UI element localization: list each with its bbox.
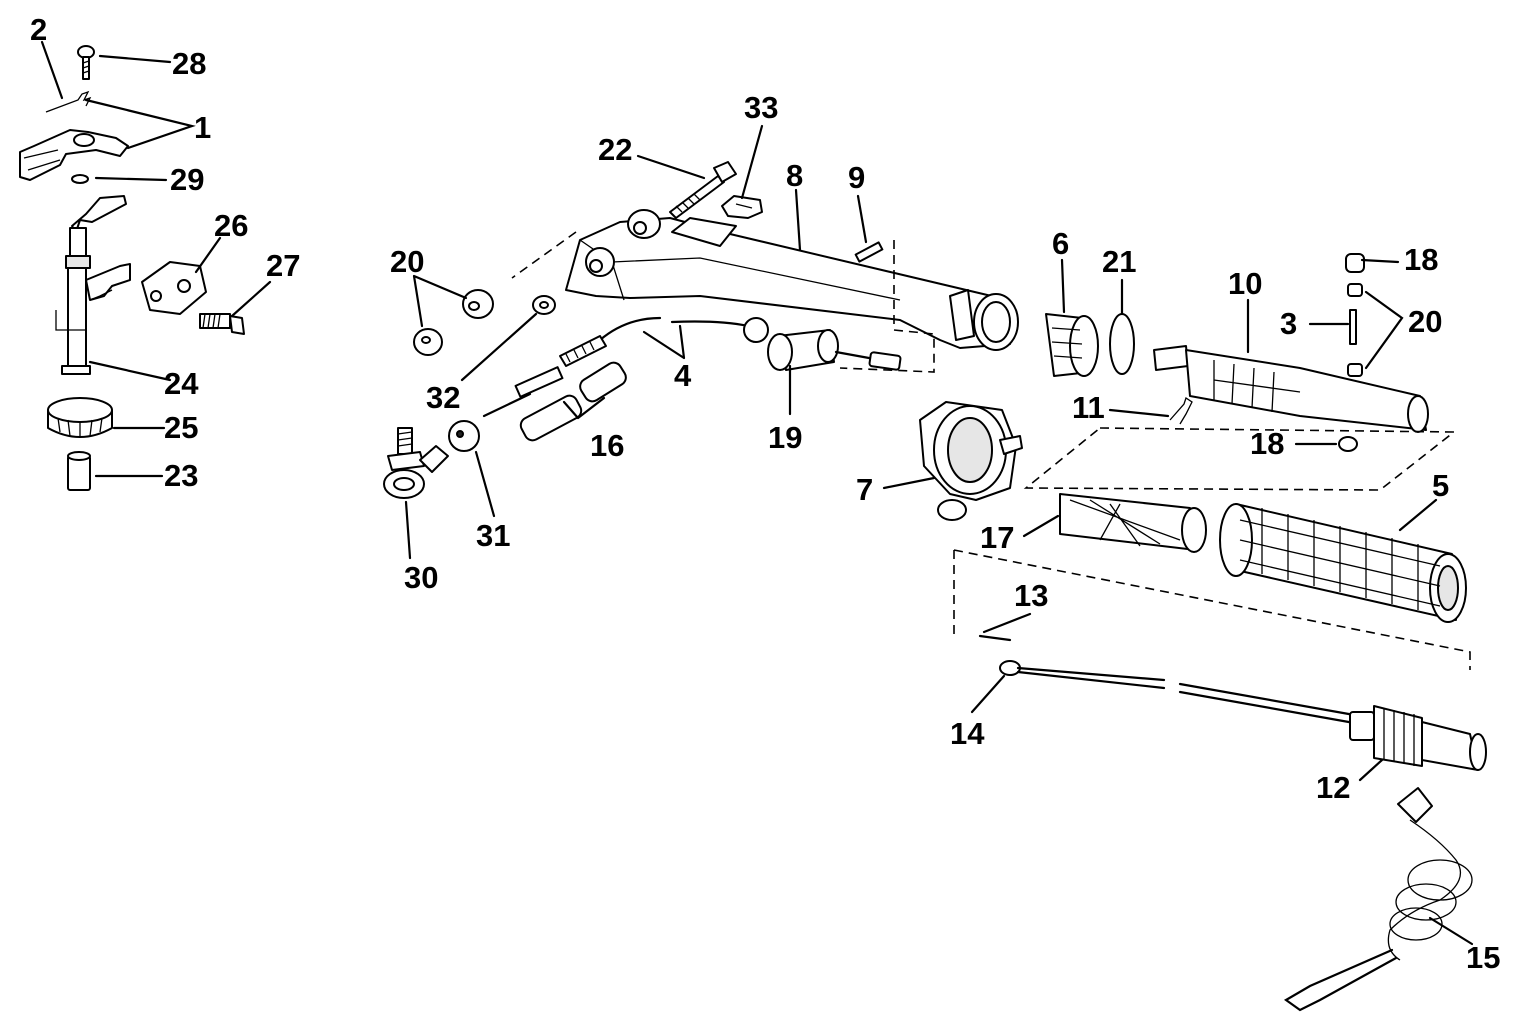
part-30-washer [71,174,89,184]
callout-1: 1 [194,110,211,145]
leader-lines [40,40,1474,946]
callout-24: 23 [164,458,198,493]
callout-21: 20 [390,244,424,279]
part-18-bushing-bottom [1338,436,1358,452]
callout-12: 12 [1316,770,1350,805]
part-1-shift-lever [19,129,129,181]
callout-7: 7 [856,472,873,507]
callout-10: 10 [1228,266,1262,301]
callout-11: 11 [1072,390,1105,425]
part-27-connector-block [141,261,207,315]
part-4-throttle-cable [482,316,750,418]
part-7-throttle-housing [919,401,1023,521]
callout-20: 20 [1408,304,1442,339]
callout-5: 5 [1432,468,1449,503]
part-2-spring [45,90,92,113]
callout-29: 28 [172,46,206,81]
part-11-spring-clip [1169,396,1193,425]
callout-33: 32 [426,380,460,415]
callout-4: 4 [674,358,692,393]
callout-25: 24 [164,366,199,401]
callout-18-bottom: 18 [1250,426,1284,461]
part-32-ball [448,420,480,452]
callout-6: 6 [1052,226,1069,261]
part-6-friction-ring [1045,313,1099,377]
callout-23: 22 [598,132,632,167]
part-29-screw [77,45,95,80]
part-26-gear [47,397,113,438]
part-22-o-ring [1109,313,1135,375]
callout-labels: 2 28 1 29 26 27 24 25 23 20 32 31 30 22 … [30,12,1500,975]
callout-13: 13 [1014,578,1048,613]
callout-9: 9 [848,160,865,195]
part-12-stop-switch [1178,682,1487,771]
part-28-bolt [199,313,245,335]
callout-31: 30 [404,560,438,595]
part-15-lanyard [1283,787,1473,1012]
callout-28: 27 [266,248,300,283]
part-31-ball-joint [383,427,449,499]
callout-2: 2 [30,12,47,47]
callout-27: 26 [214,208,248,243]
callout-22: 21 [1102,244,1136,279]
part-20-pins [1347,283,1363,377]
part-33-nut [532,295,556,315]
part-13-wire-end [978,634,1012,642]
callout-19: 19 [768,420,802,455]
part-3-pin [1349,309,1357,345]
callout-16: 16 [590,428,624,463]
callout-26: 25 [164,410,198,445]
part-14-ground-terminal [999,660,1166,690]
part-5-grip [1219,503,1467,623]
part-24-bushing [67,451,91,491]
callout-3: 3 [1280,306,1297,341]
callout-18-top: 18 [1404,242,1438,277]
part-21-washers [413,289,494,356]
callout-14: 14 [950,716,985,751]
callout-30: 29 [170,162,204,197]
callout-17: 17 [980,520,1014,555]
part-10-throttle-shaft [1153,345,1429,433]
part-19-cable-bracket [743,317,902,371]
part-8-tiller-arm [565,209,1019,351]
part-34-clip [721,195,763,219]
callout-32: 31 [476,518,510,553]
callout-34: 33 [744,90,778,125]
part-18-bushing-top [1345,253,1365,273]
part-25-shift-shaft [55,195,131,375]
part-17-grip-insert [1059,493,1207,553]
part-9-pin [854,241,884,263]
callout-15: 15 [1466,940,1500,975]
part-23-bolt [669,161,737,219]
part-16-sleeves [519,361,627,442]
callout-8: 8 [786,158,803,193]
